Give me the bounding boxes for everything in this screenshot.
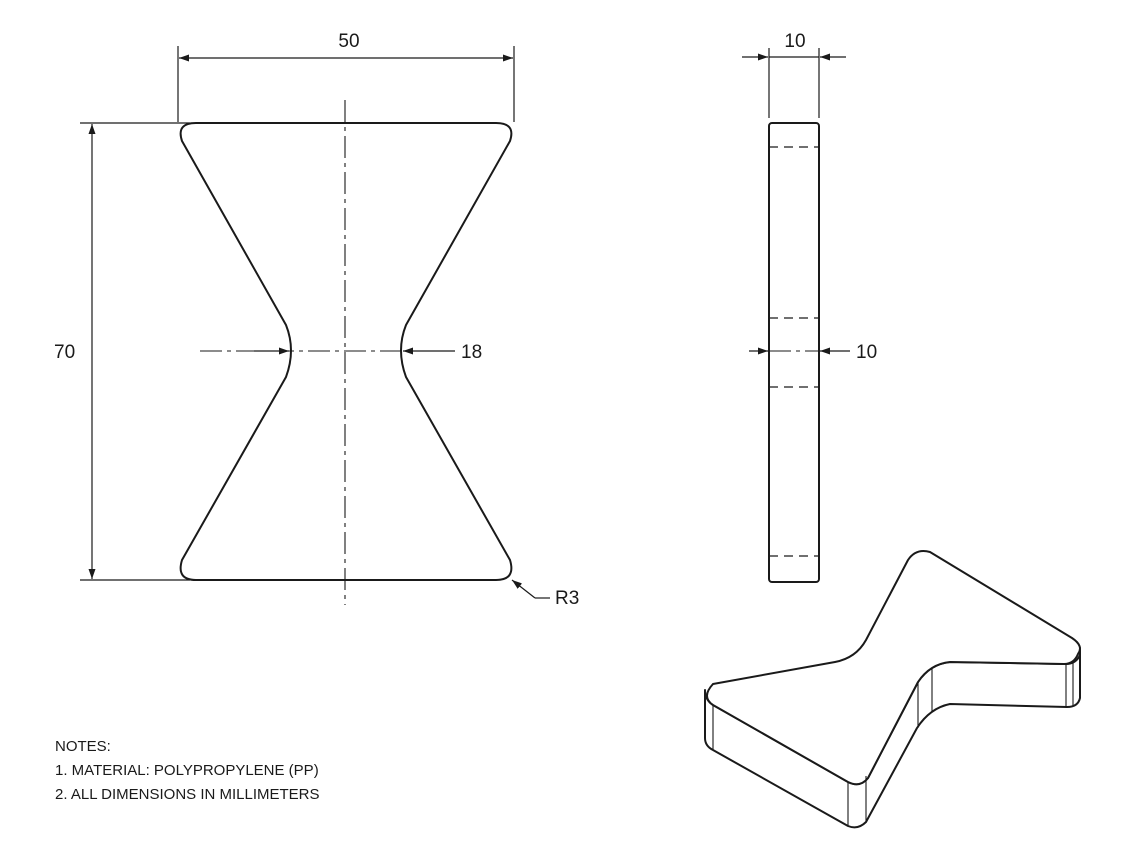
- side-view: 10 10: [742, 31, 877, 583]
- radius-leader-arrow: [511, 579, 536, 599]
- thickness-mid-label: 10: [856, 342, 877, 363]
- note-item: 1. MATERIAL: POLYPROPYLENE (PP): [55, 762, 319, 779]
- note-item: 2. ALL DIMENSIONS IN MILLIMETERS: [55, 786, 320, 803]
- notes-block: NOTES: 1. MATERIAL: POLYPROPYLENE (PP) 2…: [55, 735, 320, 807]
- thickness-top-label: 10: [784, 31, 805, 52]
- radius-dimension-label: R3: [555, 588, 579, 609]
- height-dimension-label: 70: [54, 342, 75, 363]
- isometric-view: [704, 550, 1081, 829]
- side-view-outline: [768, 122, 820, 583]
- front-view-outline: [179, 122, 513, 581]
- notes-heading: NOTES:: [55, 738, 111, 755]
- iso-top-face: [706, 550, 1081, 786]
- front-view: 50 70 18 R3: [54, 31, 579, 609]
- waist-dimension-label: 18: [461, 342, 482, 363]
- width-dimension-label: 50: [338, 31, 359, 52]
